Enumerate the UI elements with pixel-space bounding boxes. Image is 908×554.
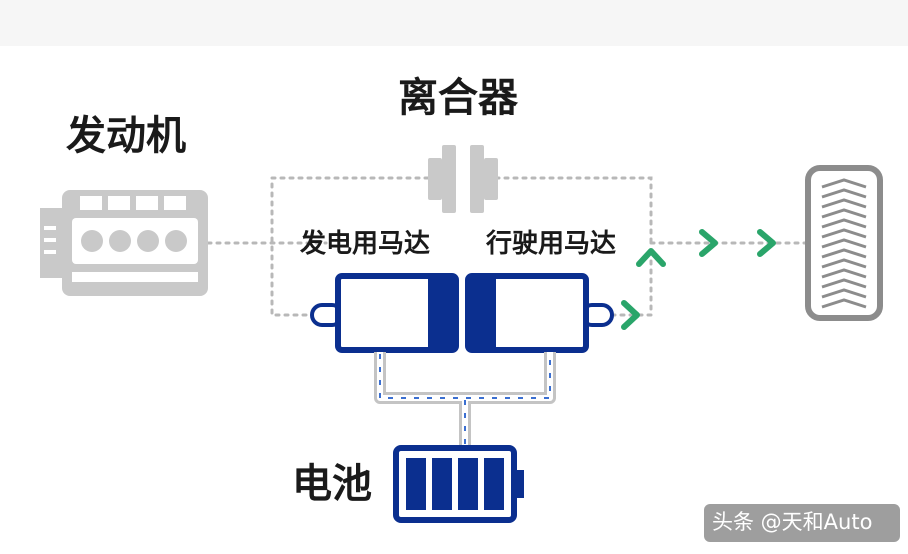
tread-chevron: [821, 198, 867, 209]
power-flow-arrows: [621, 229, 776, 330]
clutch-icon: [428, 145, 498, 213]
tire-tread: [821, 178, 867, 309]
tread-chevron: [821, 228, 867, 239]
tread-chevron: [821, 258, 867, 269]
tread-chevron: [821, 218, 867, 229]
top-band: [0, 0, 908, 46]
tread-chevron: [821, 178, 867, 189]
watermark: 头条 @天和Auto: [712, 510, 873, 534]
clutch-right-path: [494, 176, 653, 244]
battery-cell: [484, 458, 504, 510]
clutch-left-path: [270, 176, 430, 317]
tread-chevron: [821, 238, 867, 249]
engine-label: 发动机: [66, 113, 186, 159]
battery-label: 电池: [292, 461, 372, 507]
tread-chevron: [821, 298, 867, 309]
engine-icon: [40, 190, 208, 296]
generator-motor-icon: [310, 273, 459, 353]
generator-motor-label: 发电用马达: [300, 229, 431, 259]
electrical-wiring: [374, 352, 556, 448]
flow-arrow-right-1: [621, 300, 640, 330]
battery-cells: [406, 458, 504, 510]
drive-motor-label: 行驶用马达: [486, 229, 617, 259]
battery-cell: [406, 458, 426, 510]
tread-chevron: [821, 288, 867, 299]
tread-chevron: [821, 268, 867, 279]
clutch-label: 离合器: [398, 75, 518, 121]
battery-cell: [458, 458, 478, 510]
drive-output-path: [610, 258, 653, 317]
tread-chevron: [821, 278, 867, 289]
battery-icon: [393, 445, 524, 523]
tire-icon: [805, 165, 883, 321]
flow-arrow-right-2: [699, 229, 718, 257]
flow-arrow-up: [636, 248, 666, 267]
tread-chevron: [821, 188, 867, 199]
flow-arrow-right-3: [757, 229, 776, 257]
watermark-backdrop: [704, 504, 900, 542]
tread-chevron: [821, 248, 867, 259]
mechanical-paths: [206, 176, 810, 317]
tread-chevron: [821, 208, 867, 219]
drive-motor-icon: [465, 273, 614, 353]
battery-cell: [432, 458, 452, 510]
